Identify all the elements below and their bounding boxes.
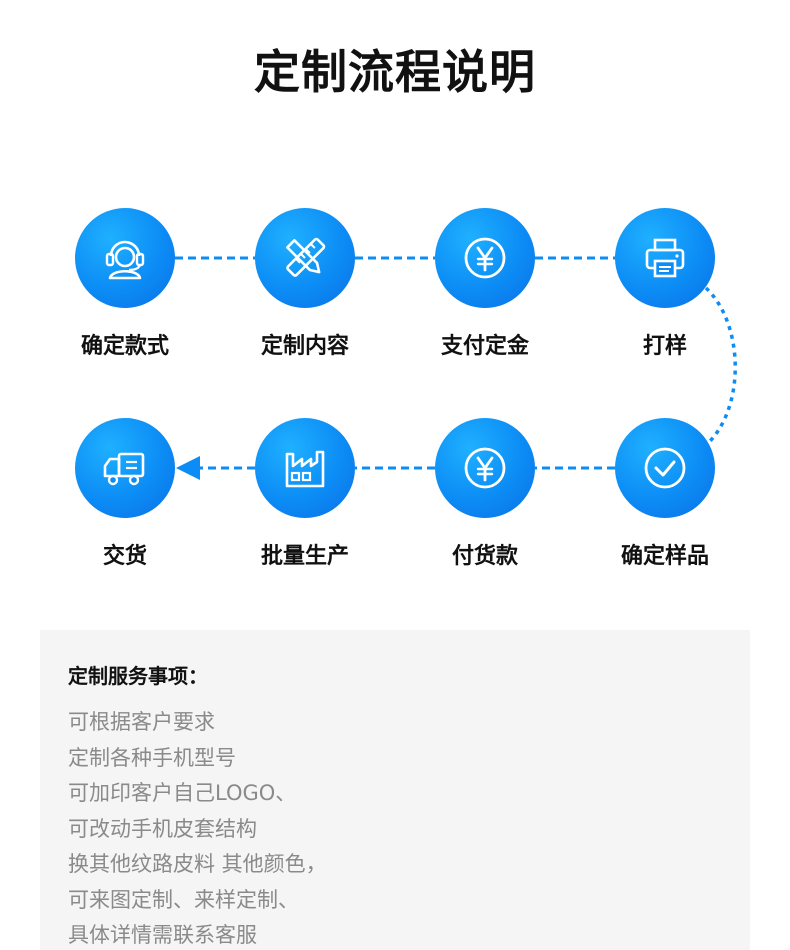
- customer-service-icon: [105, 240, 145, 280]
- step-3: 支付定金: [395, 208, 575, 360]
- service-notes-panel: 定制服务事项： 可根据客户要求 定制各种手机型号 可加印客户自己LOGO、 可改…: [40, 630, 750, 950]
- pencil-ruler-icon: [286, 237, 326, 277]
- service-note-line: 定制各种手机型号: [68, 745, 236, 770]
- service-note-line: 可根据客户要求: [68, 710, 215, 734]
- factory-icon: [285, 450, 325, 488]
- step-3-label: 支付定金: [440, 334, 529, 359]
- step-5-circle: [615, 418, 715, 518]
- service-note-line: 可来图定制、来样定制、: [68, 887, 299, 912]
- step-6-circle: [435, 418, 535, 518]
- page-title: 定制流程说明: [254, 45, 536, 99]
- arrow-head-icon: [176, 456, 200, 480]
- step-4-circle: [615, 208, 715, 308]
- service-note-line: 换其他纹路皮料 其他颜色，: [68, 852, 327, 876]
- step-4-label: 打样: [642, 334, 687, 359]
- check-circle-icon: [644, 447, 686, 489]
- step-1-circle: [75, 208, 175, 308]
- step-1: 确定款式: [35, 208, 215, 360]
- printer-icon: [645, 238, 685, 278]
- delivery-truck-icon: [103, 452, 145, 486]
- step-2: 定制内容: [215, 208, 395, 360]
- step-1-label: 确定款式: [80, 334, 169, 359]
- step-5-label: 确定样品: [620, 544, 709, 569]
- step-7-circle: [255, 418, 355, 518]
- service-note-line: 可加印客户自己LOGO、: [68, 781, 297, 805]
- process-flow: 确定款式 定制内容: [35, 208, 755, 570]
- step-2-label: 定制内容: [260, 334, 349, 359]
- step-3-circle: [435, 208, 535, 308]
- step-6-label: 付货款: [451, 544, 518, 569]
- step-5: 确定样品: [575, 418, 755, 570]
- step-7-label: 批量生产: [260, 544, 349, 569]
- service-note-line: 具体详情需联系客服: [68, 923, 257, 947]
- service-notes-title: 定制服务事项：: [68, 664, 208, 688]
- step-4: 打样: [575, 208, 755, 360]
- step-7: 批量生产: [215, 418, 395, 570]
- step-8: 交货: [35, 418, 215, 570]
- step-2-circle: [255, 208, 355, 308]
- service-note-line: 可改动手机皮套结构: [68, 816, 257, 841]
- step-6: 付货款: [395, 418, 575, 570]
- step-8-circle: [75, 418, 175, 518]
- yen-coin-icon: [464, 447, 506, 489]
- connector-4-5: [704, 286, 737, 447]
- flow-connectors: [175, 256, 737, 480]
- step-8-label: 交货: [102, 544, 147, 569]
- yen-coin-icon: [464, 237, 506, 279]
